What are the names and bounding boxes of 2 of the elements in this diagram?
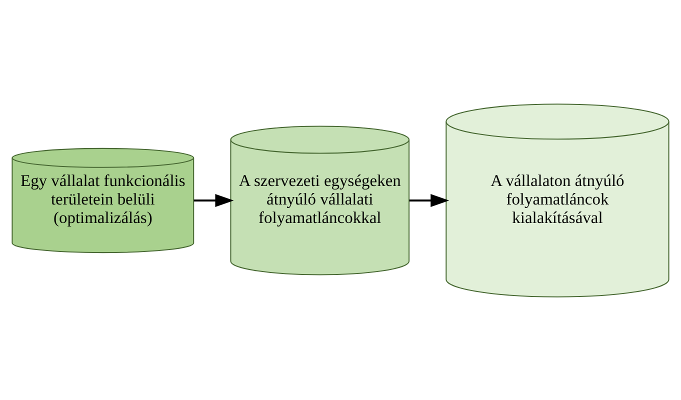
arrow — [194, 194, 234, 206]
arrow — [409, 194, 450, 206]
